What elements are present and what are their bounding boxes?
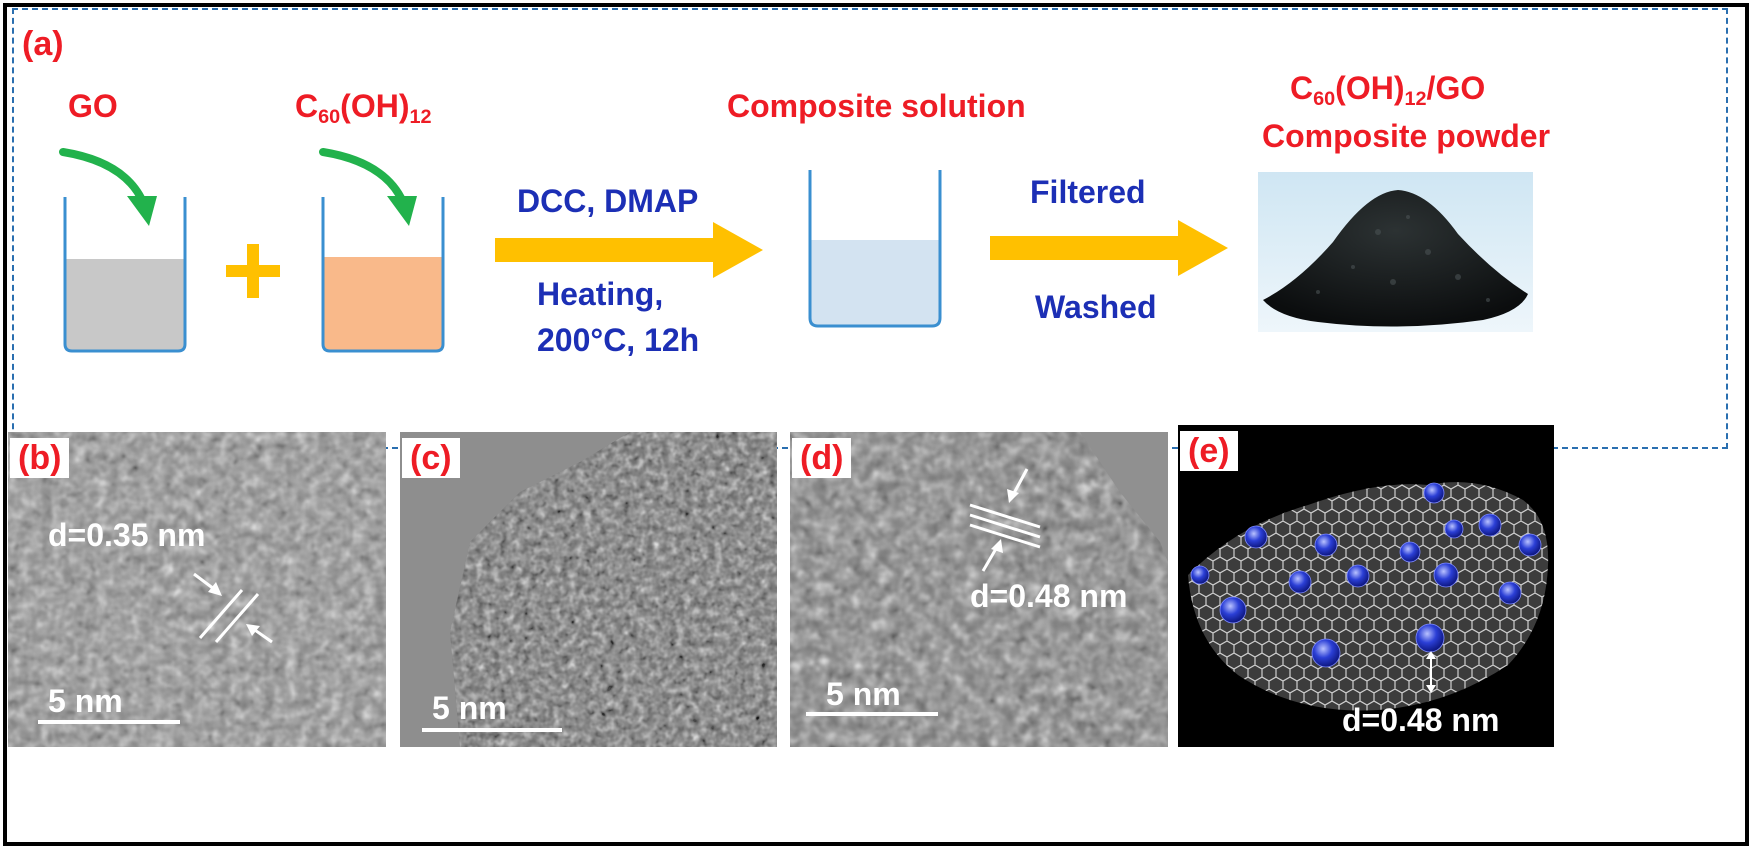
plus-icon bbox=[226, 244, 280, 298]
panel-c-hrtem-image bbox=[400, 432, 777, 747]
panel-e-spacing: d=0.48 nm bbox=[1342, 702, 1500, 738]
panel-b-hrtem-image bbox=[8, 432, 386, 747]
conditions-line2: 200°C, 12h bbox=[537, 322, 700, 358]
panel-c-scale-bar bbox=[422, 728, 562, 732]
go-label: GO bbox=[68, 88, 118, 124]
conditions-line1: Heating, bbox=[537, 276, 664, 312]
panel-b-spacing: d=0.35 nm bbox=[48, 517, 206, 553]
panel-d-scale-bar bbox=[806, 712, 938, 716]
go-beaker-icon bbox=[63, 197, 187, 353]
panel-c-label: (c) bbox=[402, 438, 460, 478]
c60-beaker-icon bbox=[321, 197, 445, 353]
panel-b-scale-label: 5 nm bbox=[48, 683, 123, 719]
filtered-label: Filtered bbox=[1030, 174, 1146, 210]
panel-c-scale-label: 5 nm bbox=[432, 690, 507, 726]
reaction-arrow-icon bbox=[495, 222, 763, 278]
composite-solution-label: Composite solution bbox=[727, 88, 1026, 124]
lattice-fringe-marker bbox=[969, 468, 1041, 572]
panel-d-spacing: d=0.48 nm bbox=[970, 578, 1128, 614]
reaction-arrow-icon bbox=[990, 220, 1228, 276]
panel-e-structure-model bbox=[1178, 425, 1554, 747]
washed-label: Washed bbox=[1035, 289, 1157, 325]
powder-pile-image bbox=[1258, 172, 1533, 332]
product-label-line1: C60(OH)12/GO bbox=[1290, 70, 1486, 110]
panel-d-hrtem-image bbox=[790, 432, 1168, 747]
product-label-line2: Composite powder bbox=[1262, 118, 1551, 154]
panel-d-scale-label: 5 nm bbox=[826, 676, 901, 712]
lattice-fringe-marker bbox=[193, 572, 273, 644]
c60-label: C60(OH)12 bbox=[295, 88, 432, 128]
composite-beaker-icon bbox=[808, 170, 942, 328]
curved-arrow-icon bbox=[319, 148, 417, 226]
panel-b-scale-bar bbox=[38, 720, 180, 724]
panel-b-label: (b) bbox=[10, 438, 70, 478]
reagents-label: DCC, DMAP bbox=[517, 183, 699, 219]
panel-e-label: (e) bbox=[1180, 431, 1238, 471]
panel-d-label: (d) bbox=[792, 438, 852, 478]
panel-a-label: (a) bbox=[22, 25, 64, 63]
curved-arrow-icon bbox=[59, 148, 157, 226]
